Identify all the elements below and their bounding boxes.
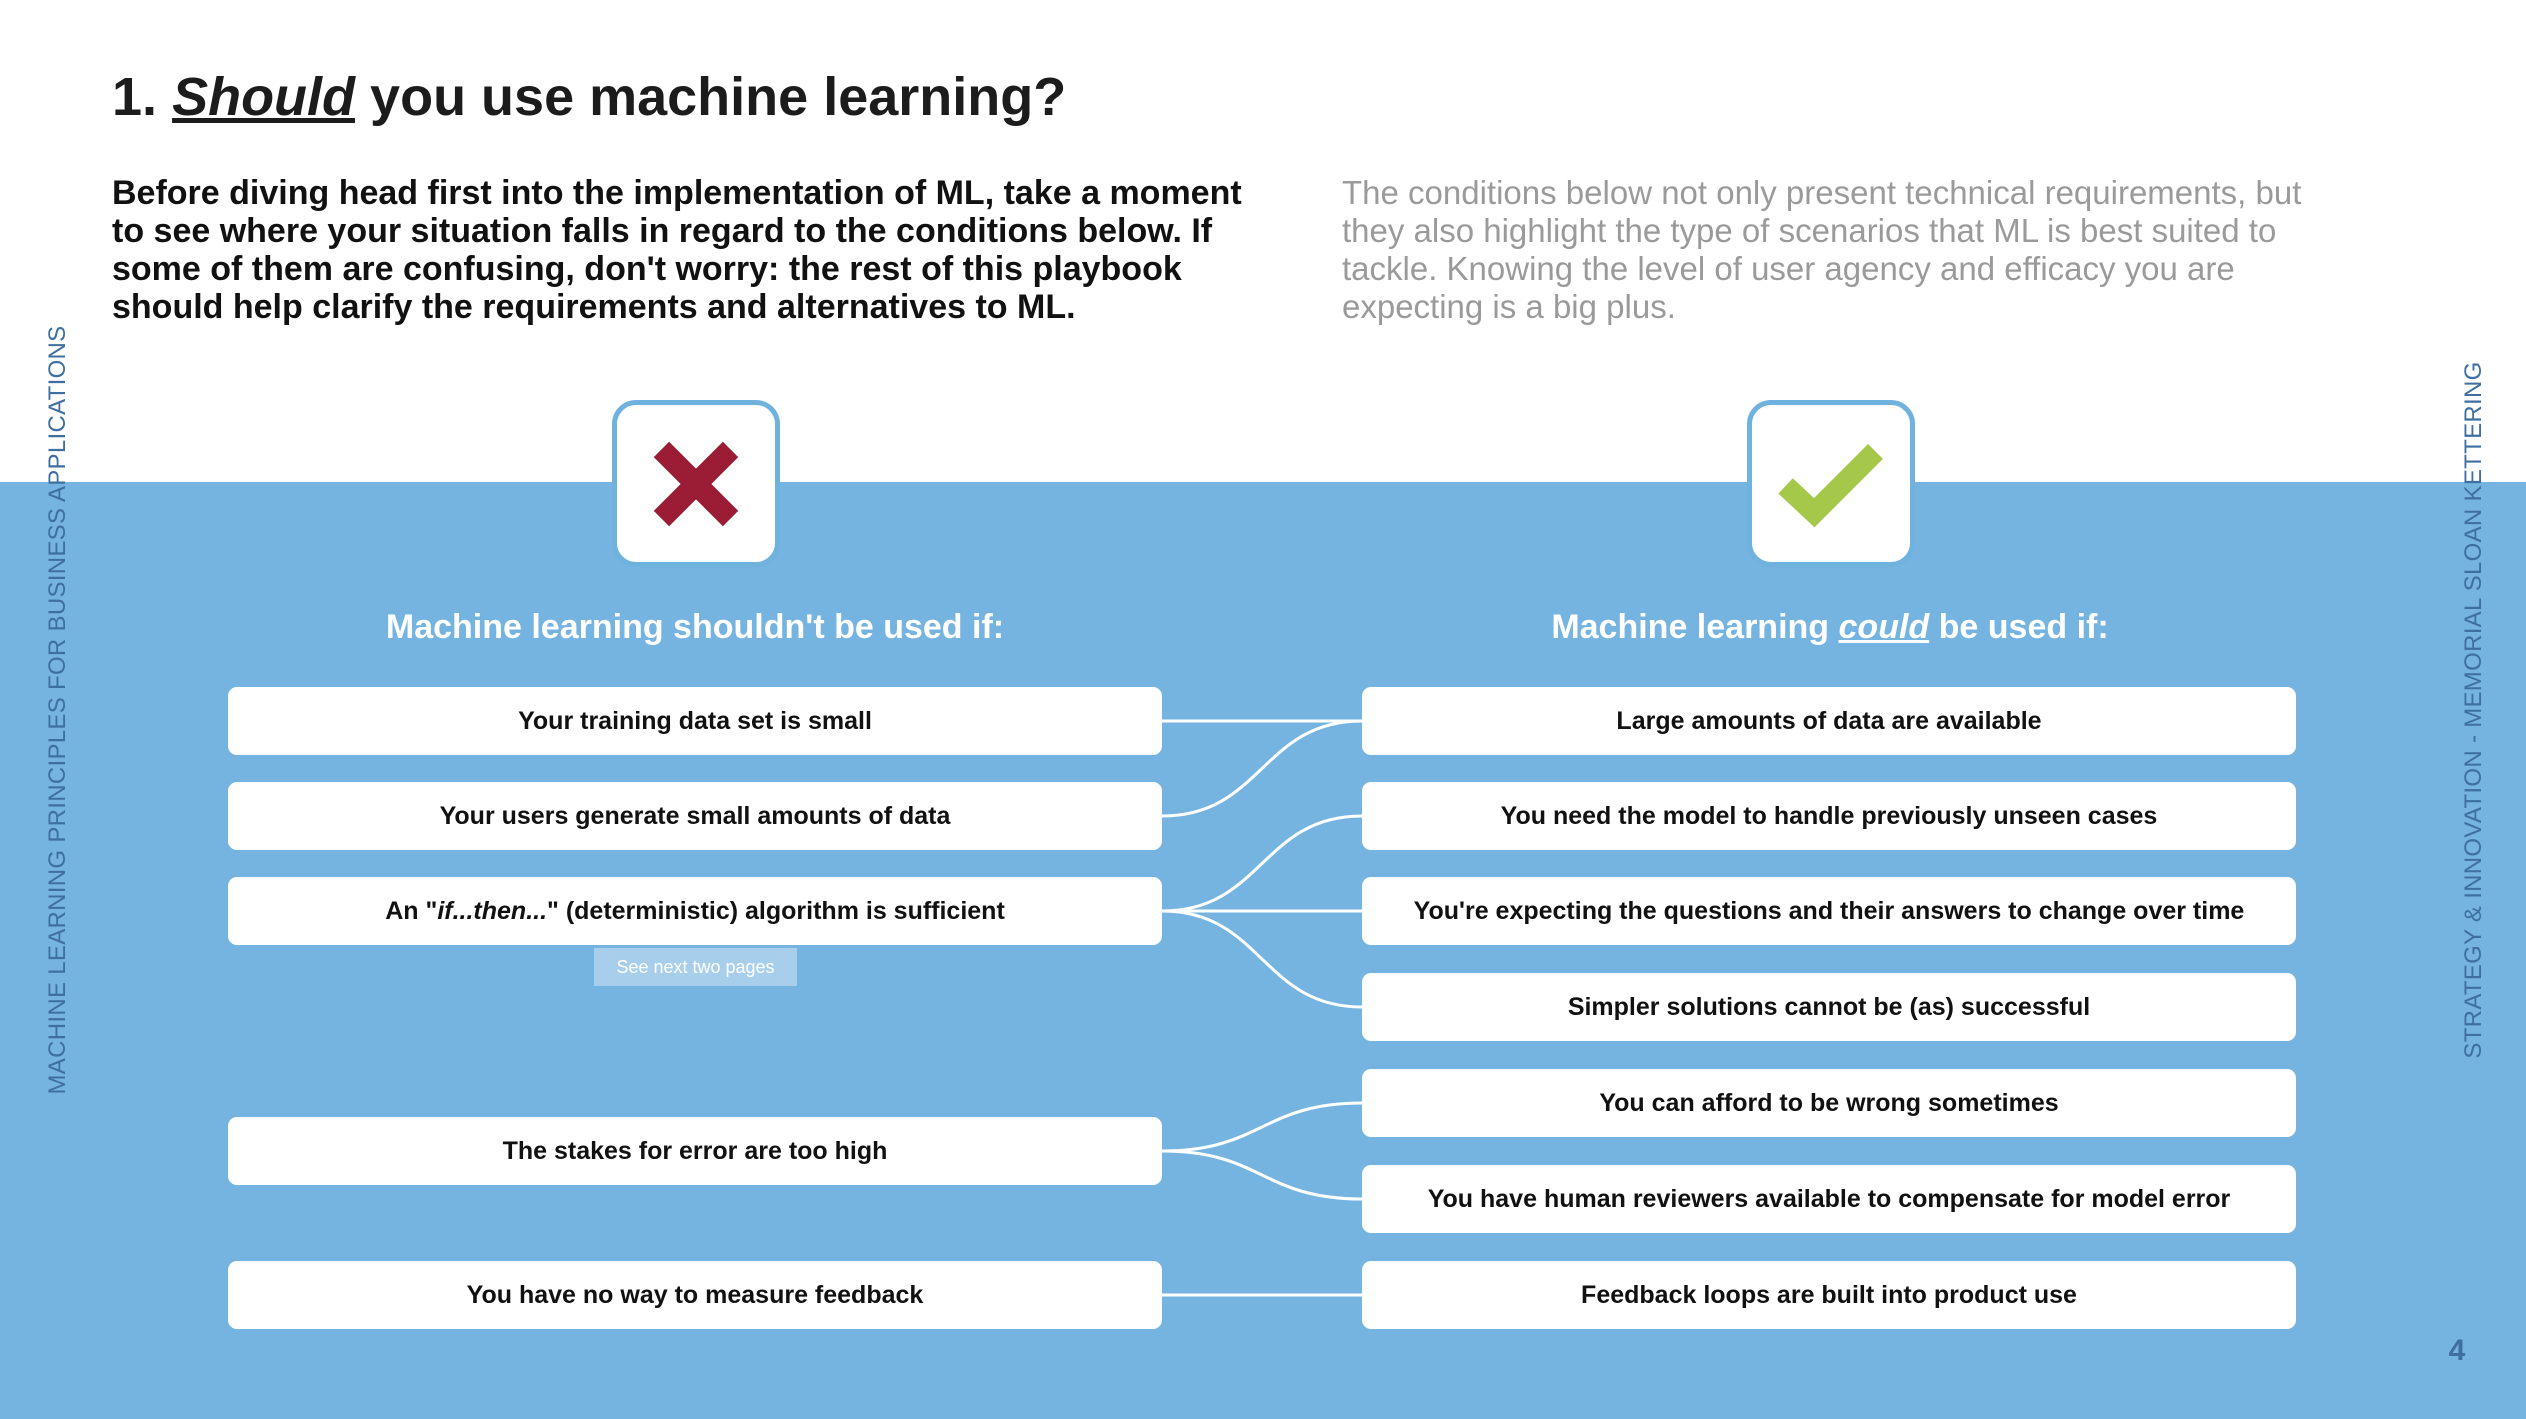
title-emphasis: Should bbox=[172, 67, 356, 127]
could-heading-after: be used if: bbox=[1938, 608, 2109, 646]
connector-line bbox=[1161, 1101, 1363, 1153]
connector-line bbox=[1161, 1149, 1363, 1201]
condition-right-7: Feedback loops are built into product us… bbox=[1362, 1261, 2296, 1329]
condition-right-4: Simpler solutions cannot be (as) success… bbox=[1362, 973, 2296, 1041]
check-icon-box bbox=[1747, 400, 1915, 567]
algorithm-text-after: " (deterministic) algorithm is sufficien… bbox=[547, 896, 1005, 925]
algorithm-text-before: An " bbox=[385, 896, 438, 925]
connector-line bbox=[1161, 814, 1363, 913]
could-column-heading: Machine learning could be used if: bbox=[1330, 608, 2330, 647]
x-icon-box bbox=[612, 400, 780, 567]
condition-right-3: You're expecting the questions and their… bbox=[1362, 877, 2296, 945]
condition-right-5: You can afford to be wrong sometimes bbox=[1362, 1069, 2296, 1137]
could-heading-before: Machine learning bbox=[1551, 608, 1830, 646]
condition-left-2: Your users generate small amounts of dat… bbox=[228, 782, 1162, 850]
condition-right-1: Large amounts of data are available bbox=[1362, 687, 2296, 755]
shouldnt-column-heading: Machine learning shouldn't be used if: bbox=[385, 608, 1005, 646]
check-icon bbox=[1778, 443, 1883, 527]
x-icon bbox=[653, 441, 739, 526]
condition-left-3: An "if...then..." (deterministic) algori… bbox=[228, 877, 1162, 945]
could-heading-emphasis: could bbox=[1838, 608, 1930, 646]
title-number: 1. bbox=[112, 67, 158, 127]
intro-left-text: Before diving head first into the implem… bbox=[112, 174, 1242, 326]
condition-left-5: You have no way to measure feedback bbox=[228, 1261, 1162, 1329]
title-rest: you use machine learning? bbox=[370, 67, 1067, 127]
intro-right-text: The conditions below not only present te… bbox=[1342, 174, 2302, 325]
condition-left-4: The stakes for error are too high bbox=[228, 1117, 1162, 1185]
connector-line bbox=[1161, 719, 1363, 818]
page-number: 4 bbox=[2448, 1334, 2466, 1367]
see-next-pages-note: See next two pages bbox=[594, 948, 797, 986]
condition-right-6: You have human reviewers available to co… bbox=[1362, 1165, 2296, 1233]
condition-left-1: Your training data set is small bbox=[228, 687, 1162, 755]
condition-right-2: You need the model to handle previously … bbox=[1362, 782, 2296, 850]
connector-line bbox=[1161, 909, 1363, 1009]
algorithm-text-italic: if...then... bbox=[437, 896, 548, 925]
page-title: 1. Should you use machine learning? bbox=[112, 66, 1066, 128]
